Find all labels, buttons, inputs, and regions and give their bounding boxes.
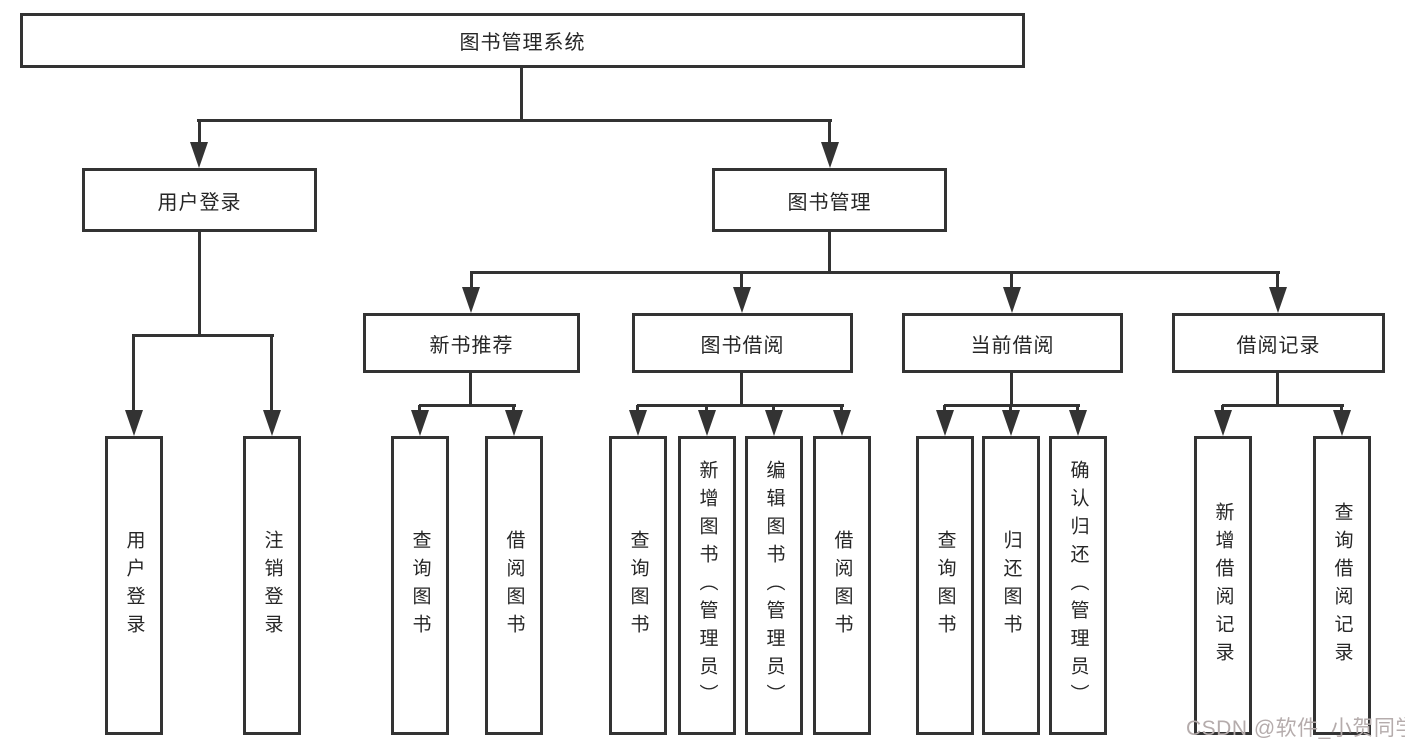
connector-leaf-drop <box>270 335 273 415</box>
connector-userlogin-hbar <box>132 334 274 337</box>
connector-bookmgmt-hbar <box>470 271 1280 274</box>
leaf-confirm-return-admin: 确认归还（管理员） <box>1049 436 1107 735</box>
connector-l3-drop <box>1276 272 1279 292</box>
leaf-query-borrow-record: 查询借阅记录 <box>1313 436 1371 735</box>
leaf-add-borrow-record-label: 新增借阅记录 <box>1212 501 1234 670</box>
arrowhead <box>733 287 751 313</box>
leaf-user-login-label: 用户登录 <box>123 529 145 642</box>
connector-borrow-hbar <box>637 404 844 407</box>
leaf-borrow-books: 借阅图书 <box>813 436 871 735</box>
connector-bookmgmt-stem <box>828 232 831 272</box>
arrowhead <box>125 410 143 436</box>
node-new-book-recommend: 新书推荐 <box>363 313 580 373</box>
leaf-query-books-borrow: 查询图书 <box>609 436 667 735</box>
connector-l3-drop <box>1010 272 1013 292</box>
arrowhead <box>1002 410 1020 436</box>
leaf-query-books-current: 查询图书 <box>916 436 974 735</box>
arrowhead <box>462 287 480 313</box>
leaf-borrow-books-label: 借阅图书 <box>831 529 853 642</box>
leaf-query-books-recommend: 查询图书 <box>391 436 449 735</box>
connector-l3-drop <box>740 272 743 292</box>
arrowhead <box>505 410 523 436</box>
arrowhead <box>936 410 954 436</box>
leaf-edit-books-admin: 编辑图书（管理员） <box>745 436 803 735</box>
node-user-login-label: 用户登录 <box>157 191 242 214</box>
leaf-user-login: 用户登录 <box>105 436 163 735</box>
node-book-management-label: 图书管理 <box>787 191 872 214</box>
watermark: CSDN @软件_小贺同学 <box>1186 717 1405 740</box>
connector-bookmgmt-drop <box>828 120 831 148</box>
arrowhead <box>765 410 783 436</box>
node-new-book-recommend-label: 新书推荐 <box>429 334 514 357</box>
leaf-add-books-admin: 新增图书（管理员） <box>678 436 736 735</box>
leaf-query-books-borrow-label: 查询图书 <box>627 529 649 642</box>
arrowhead <box>821 142 839 168</box>
connector-userlogin-stem <box>198 232 201 335</box>
arrowhead <box>190 142 208 168</box>
leaf-return-books: 归还图书 <box>982 436 1040 735</box>
arrowhead <box>1003 287 1021 313</box>
node-book-borrow: 图书借阅 <box>632 313 853 373</box>
connector-recommend-stem <box>469 373 472 405</box>
connector-userlogin-drop <box>198 120 201 148</box>
connector-l3-drop <box>470 272 473 292</box>
arrowhead <box>1333 410 1351 436</box>
connector-root-stem <box>520 68 523 120</box>
leaf-logout: 注销登录 <box>243 436 301 735</box>
arrowhead <box>698 410 716 436</box>
arrowhead <box>629 410 647 436</box>
node-user-login: 用户登录 <box>82 168 317 232</box>
arrowhead <box>411 410 429 436</box>
arrowhead <box>1069 410 1087 436</box>
connector-root-hbar <box>197 119 832 122</box>
leaf-query-books-recommend-label: 查询图书 <box>409 529 431 642</box>
arrowhead <box>833 410 851 436</box>
arrowhead <box>1269 287 1287 313</box>
node-borrow-records: 借阅记录 <box>1172 313 1385 373</box>
leaf-add-books-admin-label: 新增图书（管理员） <box>696 459 718 712</box>
leaf-return-books-label: 归还图书 <box>1000 529 1022 642</box>
arrowhead <box>1214 410 1232 436</box>
node-book-borrow-label: 图书借阅 <box>700 334 785 357</box>
leaf-query-borrow-record-label: 查询借阅记录 <box>1331 501 1353 670</box>
arrowhead <box>263 410 281 436</box>
connector-current-hbar <box>944 404 1080 407</box>
leaf-borrow-books-recommend: 借阅图书 <box>485 436 543 735</box>
leaf-confirm-return-admin-label: 确认归还（管理员） <box>1067 459 1089 712</box>
leaf-query-books-current-label: 查询图书 <box>934 529 956 642</box>
connector-records-hbar <box>1222 404 1344 407</box>
connector-current-stem <box>1010 373 1013 405</box>
node-current-borrow: 当前借阅 <box>902 313 1123 373</box>
leaf-edit-books-admin-label: 编辑图书（管理员） <box>763 459 785 712</box>
connector-recommend-hbar <box>419 404 516 407</box>
node-book-management: 图书管理 <box>712 168 947 232</box>
node-current-borrow-label: 当前借阅 <box>970 334 1055 357</box>
connector-borrow-stem <box>740 373 743 405</box>
leaf-borrow-books-recommend-label: 借阅图书 <box>503 529 525 642</box>
connector-records-stem <box>1276 373 1279 405</box>
node-root: 图书管理系统 <box>20 13 1025 68</box>
connector-leaf-drop <box>132 335 135 415</box>
leaf-add-borrow-record: 新增借阅记录 <box>1194 436 1252 735</box>
node-borrow-records-label: 借阅记录 <box>1236 334 1321 357</box>
node-root-label: 图书管理系统 <box>459 32 586 54</box>
leaf-logout-label: 注销登录 <box>261 529 283 642</box>
